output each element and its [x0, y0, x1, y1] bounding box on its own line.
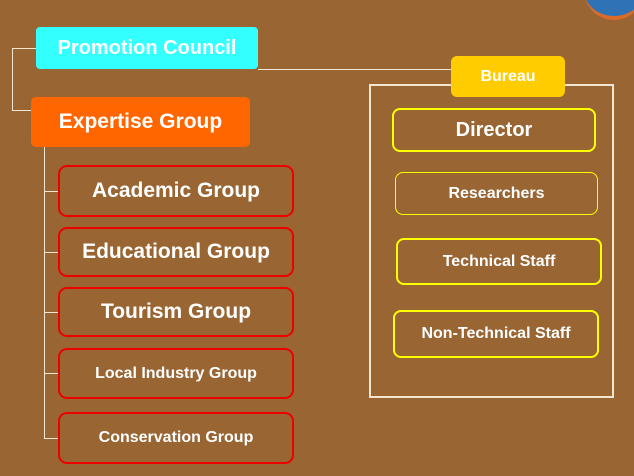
expertise-group-node: Expertise Group — [31, 97, 250, 147]
bureau-node: Bureau — [451, 56, 565, 97]
local-industry-group-node: Local Industry Group — [58, 348, 294, 399]
promotion-council-node: Promotion Council — [36, 27, 258, 69]
conservation-group-node: Conservation Group — [58, 412, 294, 464]
connector-left-trunk — [12, 48, 13, 110]
connector-to-academic — [44, 191, 58, 192]
technical-staff-node: Technical Staff — [396, 238, 602, 285]
tourism-group-node: Tourism Group — [58, 287, 294, 337]
researchers-node: Researchers — [395, 172, 598, 215]
connector-to-tourism — [44, 312, 58, 313]
corner-decoration — [584, 0, 634, 20]
director-node: Director — [392, 108, 596, 152]
connector-groups-trunk — [44, 147, 45, 439]
connector-to-conservation — [44, 438, 58, 439]
connector-to-local-industry — [44, 373, 58, 374]
connector-to-promotion — [12, 48, 36, 49]
educational-group-node: Educational Group — [58, 227, 294, 277]
academic-group-node: Academic Group — [58, 165, 294, 217]
connector-to-educational — [44, 252, 58, 253]
connector-to-expertise — [12, 110, 32, 111]
non-technical-staff-node: Non-Technical Staff — [393, 310, 599, 358]
connector-promotion-to-bureau — [258, 69, 451, 70]
